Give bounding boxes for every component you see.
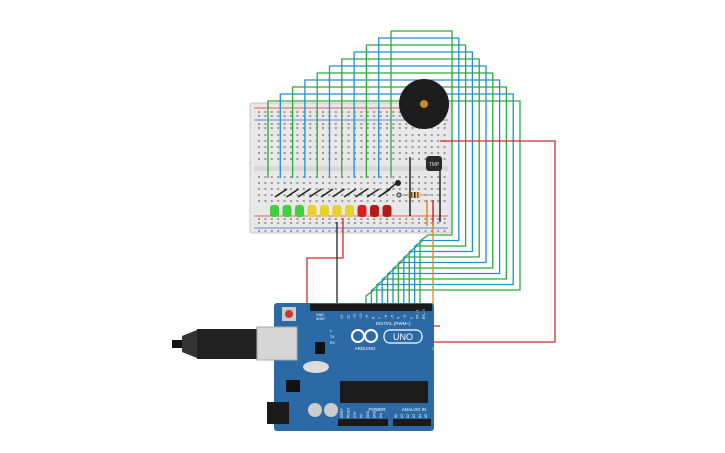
signal-wire — [304, 79, 501, 305]
power-jack — [267, 402, 289, 424]
arduino-label: ARDUINO — [355, 346, 376, 351]
digital-pin-label: 2 — [409, 317, 413, 319]
rx-label: RX — [330, 341, 336, 345]
resistor-lead — [309, 188, 322, 198]
signal-wire — [291, 86, 508, 305]
on-label: ON — [432, 347, 438, 351]
resistor-lead — [297, 188, 311, 198]
signal-wire — [341, 58, 480, 305]
analog-label: ANALOG IN — [402, 407, 427, 412]
resistor-lead — [274, 188, 288, 198]
led[interactable] — [320, 205, 329, 217]
digital-label: DIGITAL (PWM~) — [376, 321, 411, 326]
power-pin-label: 5V — [360, 413, 364, 418]
led[interactable] — [345, 205, 354, 217]
resistor-lead — [286, 188, 299, 198]
jumper-wires[interactable] — [267, 30, 521, 305]
led[interactable] — [332, 205, 342, 217]
digital-pin-label: TX→1 — [416, 309, 420, 319]
resistor — [400, 192, 430, 198]
resistor-lead — [366, 188, 380, 198]
digital-pin-label: ~6 — [384, 315, 388, 319]
capacitor-icon — [308, 403, 322, 417]
digital-pin-label: ~11 — [353, 313, 357, 319]
resistor-lead — [320, 188, 334, 198]
analog-pin-label: A1 — [400, 414, 404, 418]
power-header — [338, 419, 388, 426]
led[interactable] — [307, 205, 317, 217]
led[interactable] — [370, 205, 379, 217]
signal-wire — [267, 100, 521, 305]
digital-pin-label: RX←0 — [422, 309, 426, 319]
digital-pin-label: 12 — [346, 315, 350, 319]
analog-pin-label: A3 — [412, 414, 416, 418]
signal-wire — [316, 72, 494, 305]
analog-pin-label: A2 — [406, 414, 410, 418]
led[interactable] — [270, 205, 279, 217]
arduino-logo — [351, 329, 423, 344]
signal-wire — [378, 37, 460, 305]
digital-header — [310, 304, 432, 311]
power-pin-label: GND — [366, 410, 370, 418]
led[interactable] — [295, 205, 304, 217]
power-pin-label: Vin — [379, 413, 383, 418]
tx-label: TX — [330, 335, 335, 339]
signal-wire — [390, 30, 453, 305]
power-label: POWER — [368, 407, 386, 412]
power-pin-label: IOREF — [340, 408, 344, 418]
signal-wire — [365, 44, 467, 305]
power-pin-label: GND — [373, 410, 377, 418]
slide-switch[interactable] — [382, 180, 402, 198]
digital-pin-label: ~3 — [403, 315, 407, 319]
led[interactable] — [382, 205, 392, 217]
analog-header — [393, 419, 431, 426]
temperature-sensor[interactable]: TMP — [426, 156, 442, 171]
piezo-buzzer[interactable] — [399, 79, 449, 129]
microcontroller-chip — [340, 381, 428, 403]
resistor-array — [274, 188, 391, 198]
power-pin-label: RESET — [347, 407, 351, 418]
digital-pin-label: ~5 — [390, 315, 394, 319]
digital-pin-label: ~10 — [359, 313, 363, 319]
resistor-lead — [332, 188, 345, 198]
digital-pin-label: 7 — [378, 317, 382, 319]
usb-cable — [172, 326, 298, 361]
analog-pin-label: A4 — [418, 414, 422, 418]
digital-pin-label: ~9 — [365, 315, 369, 319]
gnd-label: GND — [316, 313, 324, 317]
signal-wire — [353, 51, 474, 305]
led[interactable] — [282, 205, 292, 217]
arduino-uno[interactable]: UNO ARDUINO DIGITAL (PWM~) POWER ANALOG … — [172, 303, 438, 431]
resistor-lead — [343, 188, 357, 198]
digital-pin-label: 13 — [340, 315, 344, 319]
led-row — [270, 205, 392, 217]
signal-wire — [279, 93, 514, 305]
aref-label: AREF — [316, 317, 325, 321]
resistor-lead — [355, 188, 368, 198]
power-pin-label: 3.3V — [353, 411, 357, 418]
digital-pin-label: 8 — [372, 317, 376, 319]
l-label: L — [330, 329, 332, 333]
signal-wire — [328, 65, 487, 305]
model-label: UNO — [393, 332, 413, 342]
crystal — [303, 361, 329, 373]
analog-pin-label: A5 — [424, 414, 428, 418]
digital-pin-label: 4 — [397, 317, 401, 319]
analog-pin-label: A0 — [394, 414, 398, 418]
led[interactable] — [357, 205, 367, 217]
sensor-label: TMP — [429, 162, 440, 168]
